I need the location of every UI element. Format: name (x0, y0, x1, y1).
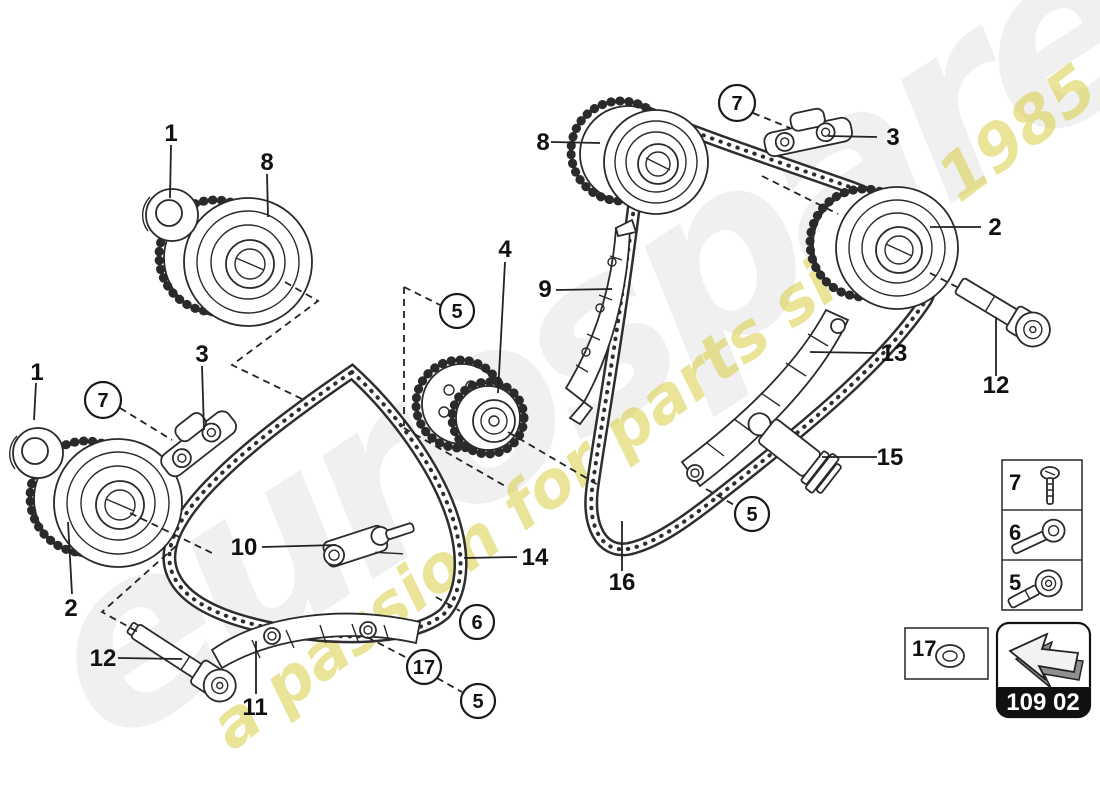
part-label-2-right[interactable]: 2 (988, 214, 1001, 241)
page-code-badge[interactable]: 109 02 (995, 621, 1092, 719)
legend-ref-5: 5 (1009, 570, 1021, 595)
section-arrow-icon (1008, 632, 1084, 689)
bolt-12-right (954, 277, 1051, 348)
chain-guide-3-left (160, 410, 237, 478)
ring-1-top-left (141, 188, 199, 242)
part-label-3-top[interactable]: 3 (886, 124, 899, 151)
svg-text:17: 17 (413, 657, 435, 679)
part-label-12-right[interactable]: 12 (983, 372, 1010, 399)
part-label-1-topleft[interactable]: 1 (164, 120, 177, 147)
camshaft-adjuster-8-top (566, 96, 709, 215)
callout-7-left[interactable]: 7 (83, 380, 123, 420)
part-label-13[interactable]: 13 (881, 340, 908, 367)
chain-guide-3-top (763, 107, 853, 158)
part-label-15[interactable]: 15 (877, 444, 904, 471)
svg-text:5: 5 (451, 301, 462, 323)
washer-box: 17 (904, 627, 989, 680)
part-label-4[interactable]: 4 (498, 236, 512, 263)
callout-5-bottom[interactable]: 5 (459, 682, 497, 720)
guide-rail-13 (680, 308, 850, 488)
bolt-12-left (126, 622, 237, 703)
part-label-1-left[interactable]: 1 (30, 359, 43, 386)
ring-1-left (9, 427, 64, 479)
part-label-2-left[interactable]: 2 (64, 595, 77, 622)
legend-ref-6: 6 (1009, 520, 1021, 545)
callout-7-top[interactable]: 7 (717, 83, 757, 123)
assembly-dashed-lines (100, 112, 958, 693)
svg-text:7: 7 (731, 93, 742, 115)
part-labels: 1 8 1 3 2 12 11 10 14 16 4 9 8 3 2 12 13… (30, 120, 1009, 721)
bolt-5-icon (1007, 569, 1063, 609)
fastener-legend: 7 6 5 (1001, 459, 1083, 611)
part-label-11[interactable]: 11 (242, 694, 267, 721)
screw-7-icon (1040, 466, 1060, 505)
svg-text:5: 5 (472, 691, 483, 713)
circled-callouts: 7 7 5 5 6 17 5 (83, 83, 771, 720)
part-label-16[interactable]: 16 (609, 569, 636, 596)
part-label-12-left[interactable]: 12 (90, 645, 117, 672)
chain-tensioner-10 (322, 522, 415, 568)
chain-tensioner-15 (747, 412, 842, 494)
guide-rail-9 (564, 218, 638, 426)
part-label-9[interactable]: 9 (538, 276, 551, 303)
part-label-3-left[interactable]: 3 (195, 341, 208, 368)
svg-text:7: 7 (97, 390, 108, 412)
callout-6[interactable]: 6 (458, 603, 496, 641)
part-label-8-left[interactable]: 8 (260, 149, 273, 176)
bolt-6-icon (1011, 518, 1066, 555)
svg-text:6: 6 (471, 612, 482, 634)
part-label-14[interactable]: 14 (522, 544, 549, 571)
camshaft-adjuster-8-left (154, 195, 313, 327)
camshaft-adjuster-2-right (805, 184, 959, 310)
crank-sprocket-4 (411, 355, 529, 459)
washer-icon (935, 644, 965, 668)
legend-ref-7: 7 (1009, 470, 1021, 495)
svg-text:5: 5 (746, 504, 757, 526)
callout-5-mid[interactable]: 5 (438, 292, 476, 330)
camshaft-adjuster-2-left (25, 436, 183, 568)
callout-5-right[interactable]: 5 (733, 495, 771, 533)
leader-lines (33, 135, 997, 694)
page-code-text: 109 02 (1006, 689, 1079, 716)
part-label-8-top[interactable]: 8 (536, 129, 549, 156)
part-label-10[interactable]: 10 (231, 534, 258, 561)
washer-ref-17: 17 (912, 636, 936, 661)
callout-17[interactable]: 17 (405, 648, 443, 686)
